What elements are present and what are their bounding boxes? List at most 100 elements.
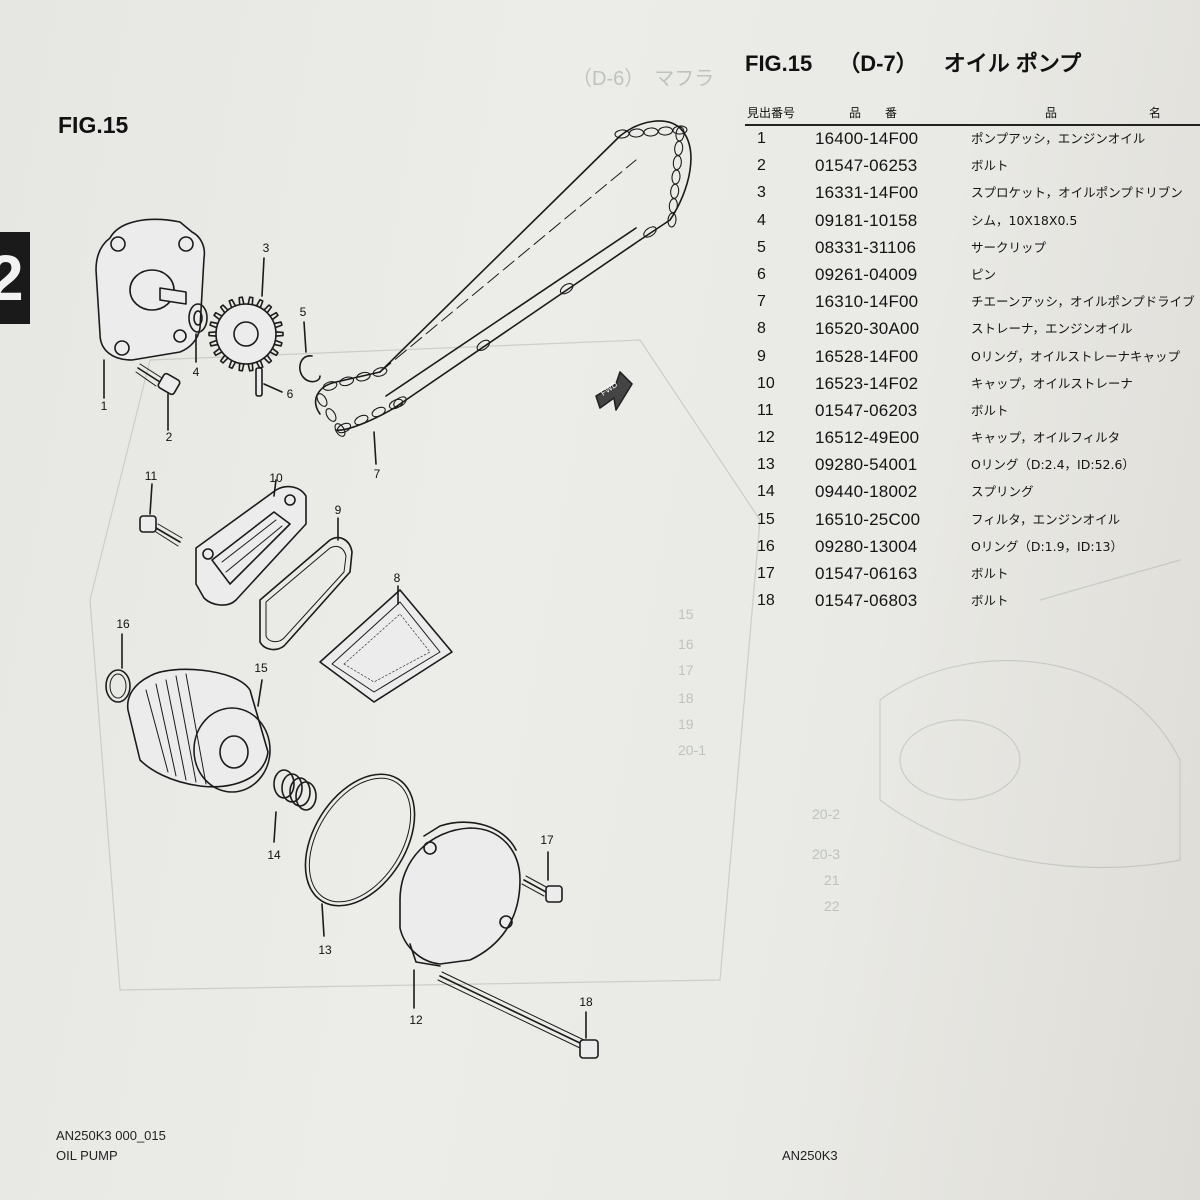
col-desc-1: 品: [1045, 106, 1058, 120]
part-ref: 17: [757, 565, 775, 582]
callout-1: 1: [100, 399, 108, 413]
part-ref: 8: [757, 320, 766, 338]
part-ref: 11: [757, 401, 774, 419]
col-desc-2: 名: [1149, 106, 1162, 120]
part-ref: 7: [757, 293, 766, 311]
bolt-18: [437, 971, 599, 1059]
callout-3: 3: [262, 241, 270, 255]
part-ref: 4: [757, 211, 766, 229]
part-ref: 13: [757, 456, 775, 474]
part-row: 18 01547-06803 ボルト: [745, 590, 1200, 617]
part-number: 01547-06803: [815, 591, 918, 611]
part-description: チエーンアッシ，オイルポンプドライブ: [971, 294, 1195, 310]
callout-16: 16: [116, 617, 130, 631]
footer-code: AN250K3 000_015: [56, 1128, 166, 1143]
part-description: Oリング（D:2.4，ID:52.6）: [971, 457, 1135, 473]
part-number: 16528-14F00: [815, 346, 919, 366]
show-through-ref: 22: [824, 898, 840, 914]
part-number: 16512-49E00: [815, 428, 920, 448]
part-description: ポンプアッシ，エンジンオイル: [971, 131, 1146, 146]
part-number: 08331-31106: [815, 237, 917, 257]
fig-name: オイル ポンプ: [943, 51, 1082, 76]
callout-14: 14: [267, 848, 281, 862]
show-through-ref: 20-3: [812, 846, 841, 862]
shim: [188, 303, 208, 363]
part-number: 16331-14F00: [815, 183, 919, 203]
col-part-no: 品 番: [849, 106, 898, 120]
drive-chain: [314, 120, 692, 465]
circlip: [299, 321, 321, 383]
part-description: サークリップ: [971, 239, 1047, 255]
part-ref: 18: [757, 592, 775, 610]
footer-name: OIL PUMP: [56, 1148, 118, 1163]
part-ref: 12: [757, 429, 775, 447]
part-description: ボルト: [971, 593, 1009, 609]
callout-4: 4: [192, 365, 200, 379]
show-through-ref: 19: [678, 716, 694, 732]
callout-2: 2: [165, 430, 173, 444]
part-ref: 6: [757, 265, 766, 283]
oil-filter-cap: [399, 821, 521, 1009]
callout-13: 13: [318, 943, 332, 957]
callout-5: 5: [299, 305, 307, 319]
show-through-ref: 17: [678, 662, 694, 678]
part-ref: 10: [757, 374, 775, 392]
part-number: 09280-54001: [815, 455, 918, 475]
cover-o-ring: [304, 773, 416, 937]
bolt-11: [139, 483, 183, 547]
callout-11: 11: [144, 469, 158, 483]
part-description: フィルタ，エンジンオイル: [971, 511, 1121, 527]
callout-17: 17: [540, 833, 554, 847]
part-ref: 5: [757, 238, 766, 256]
part-number: 16400-14F00: [815, 129, 919, 148]
callout-12: 12: [409, 1013, 423, 1027]
show-through-ref: 20-2: [812, 806, 841, 822]
part-description: スプロケット，オイルポンプドリブン: [971, 185, 1183, 201]
sprocket: [208, 257, 284, 372]
part-description: ピン: [971, 266, 997, 282]
figure-title-left: FIG.15: [58, 112, 129, 138]
part-number: 09181-10158: [815, 210, 918, 230]
part-number: 01547-06163: [815, 564, 918, 583]
part-ref: 2: [757, 157, 766, 175]
part-row: 1 16400-14F00 ポンプアッシ，エンジンオイル: [745, 128, 1200, 155]
pump-body: [95, 218, 206, 399]
part-description: キャップ，オイルストレーナ: [971, 375, 1133, 391]
section-tab: 2: [0, 232, 30, 324]
part-row: 4 09181-10158 シム，10X18X0.5: [745, 210, 1200, 237]
callout-9: 9: [334, 503, 342, 517]
fig-code: （D-7）: [838, 51, 918, 76]
part-number: 16520-30A00: [815, 319, 920, 339]
oil-strainer-cap: [195, 479, 307, 606]
header-rule: [745, 124, 1200, 126]
part-number: 09440-18002: [815, 482, 918, 502]
part-ref: 16: [757, 537, 775, 555]
background-engine-outline: [89, 339, 1181, 991]
part-row: 10 16523-14F02 キャップ，オイルストレーナ: [745, 373, 1200, 400]
part-ref: 9: [757, 347, 766, 365]
show-through-ref: 16: [678, 636, 694, 652]
parts-list-header: FIG.15（D-7）オイル ポンプ: [745, 46, 1081, 78]
show-through-ref: 21: [824, 872, 840, 888]
bolt-17: [521, 851, 563, 903]
oil-filter: [126, 668, 271, 793]
part-description: シム，10X18X0.5: [971, 212, 1078, 228]
part-description: Oリング，オイルストレーナキャップ: [971, 348, 1180, 364]
part-number: 16523-14F02: [815, 373, 919, 393]
bolt-2: [135, 363, 181, 431]
callout-10: 10: [269, 471, 283, 485]
part-ref: 1: [757, 130, 766, 147]
table-header: 見出番号 品 番 品 名: [745, 104, 1200, 124]
section-number: 2: [0, 242, 24, 314]
